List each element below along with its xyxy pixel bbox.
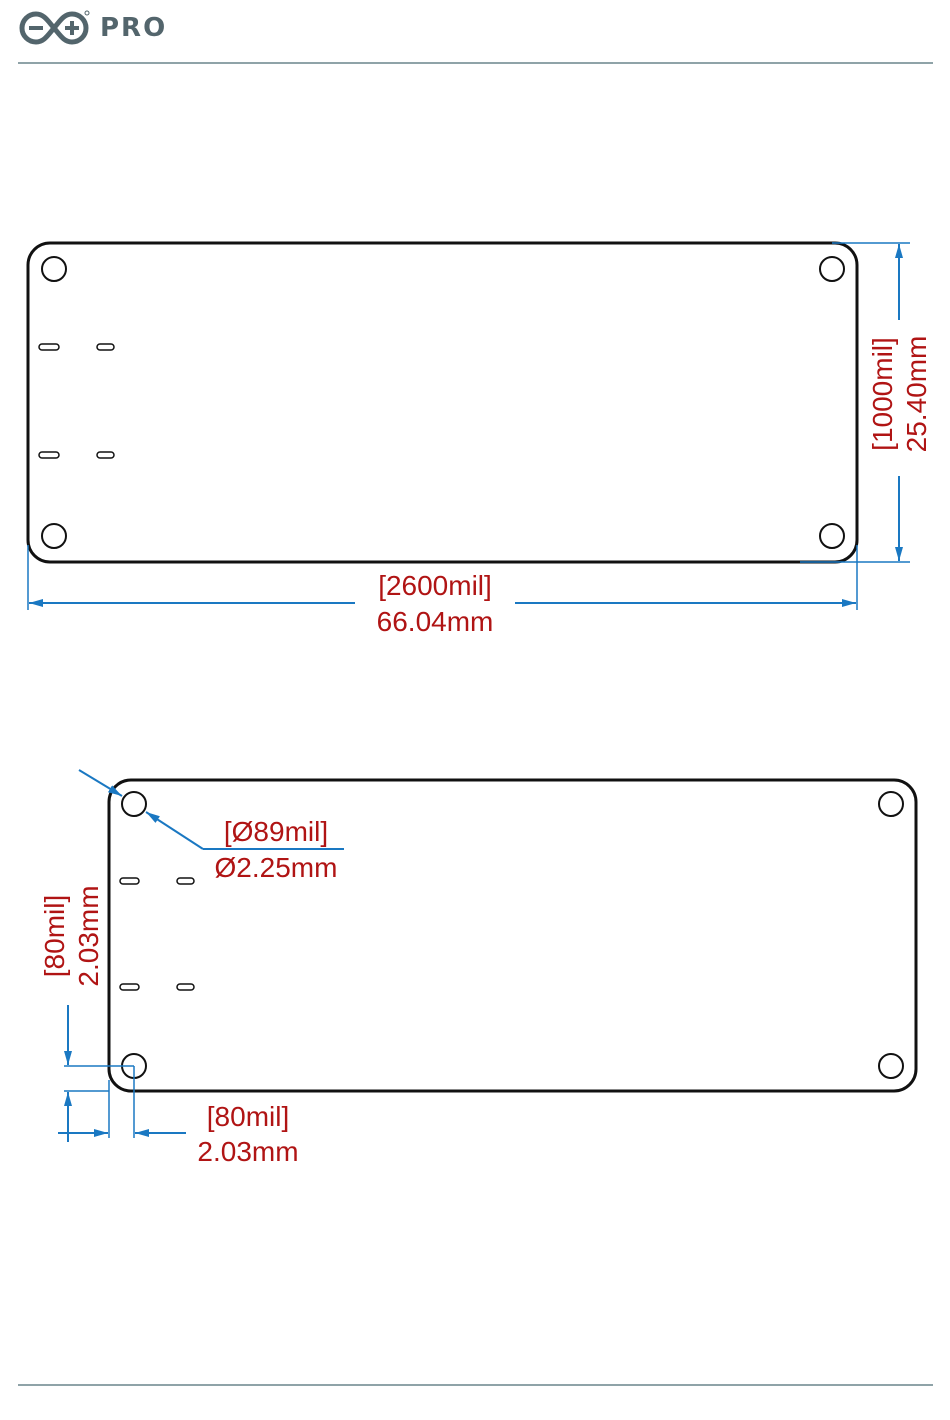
horizontal-offset-mm-label: 2.03mm: [197, 1136, 298, 1167]
mounting-hole: [42, 257, 66, 281]
slot-pad: [120, 984, 139, 990]
bottom-view: [Ø89mil] Ø2.25mm [80mil] 2.03mm [80mil] …: [39, 770, 916, 1167]
height-mm-label: 25.40mm: [901, 336, 932, 453]
width-mm-label: 66.04mm: [377, 606, 494, 637]
width-mil-label: [2600mil]: [378, 570, 492, 601]
mounting-hole: [879, 792, 903, 816]
hole-diameter-mm-label: Ø2.25mm: [215, 852, 338, 883]
slot-pad: [120, 878, 139, 884]
vertical-offset-mil-label: [80mil]: [39, 895, 70, 977]
mounting-hole: [820, 257, 844, 281]
slot-pad: [97, 452, 114, 458]
top-view: [2600mil] 66.04mm [1000mil] 25.40mm: [28, 243, 932, 637]
board-outline-top: [28, 243, 857, 562]
hole-diameter-mil-label: [Ø89mil]: [224, 816, 328, 847]
mounting-hole: [42, 524, 66, 548]
footer-divider: [18, 1384, 933, 1386]
vertical-offset-mm-label: 2.03mm: [73, 885, 104, 986]
height-mil-label: [1000mil]: [867, 337, 898, 451]
horizontal-offset-mil-label: [80mil]: [207, 1101, 289, 1132]
mounting-hole: [820, 524, 844, 548]
diameter-leader-inner: [146, 812, 203, 849]
slot-pad: [97, 344, 114, 350]
slot-pad: [39, 344, 59, 350]
slot-pad: [177, 984, 194, 990]
mounting-hole: [122, 792, 146, 816]
slot-pad: [39, 452, 59, 458]
slot-pad: [177, 878, 194, 884]
mounting-hole: [879, 1054, 903, 1078]
diameter-leader-outer: [79, 770, 122, 796]
